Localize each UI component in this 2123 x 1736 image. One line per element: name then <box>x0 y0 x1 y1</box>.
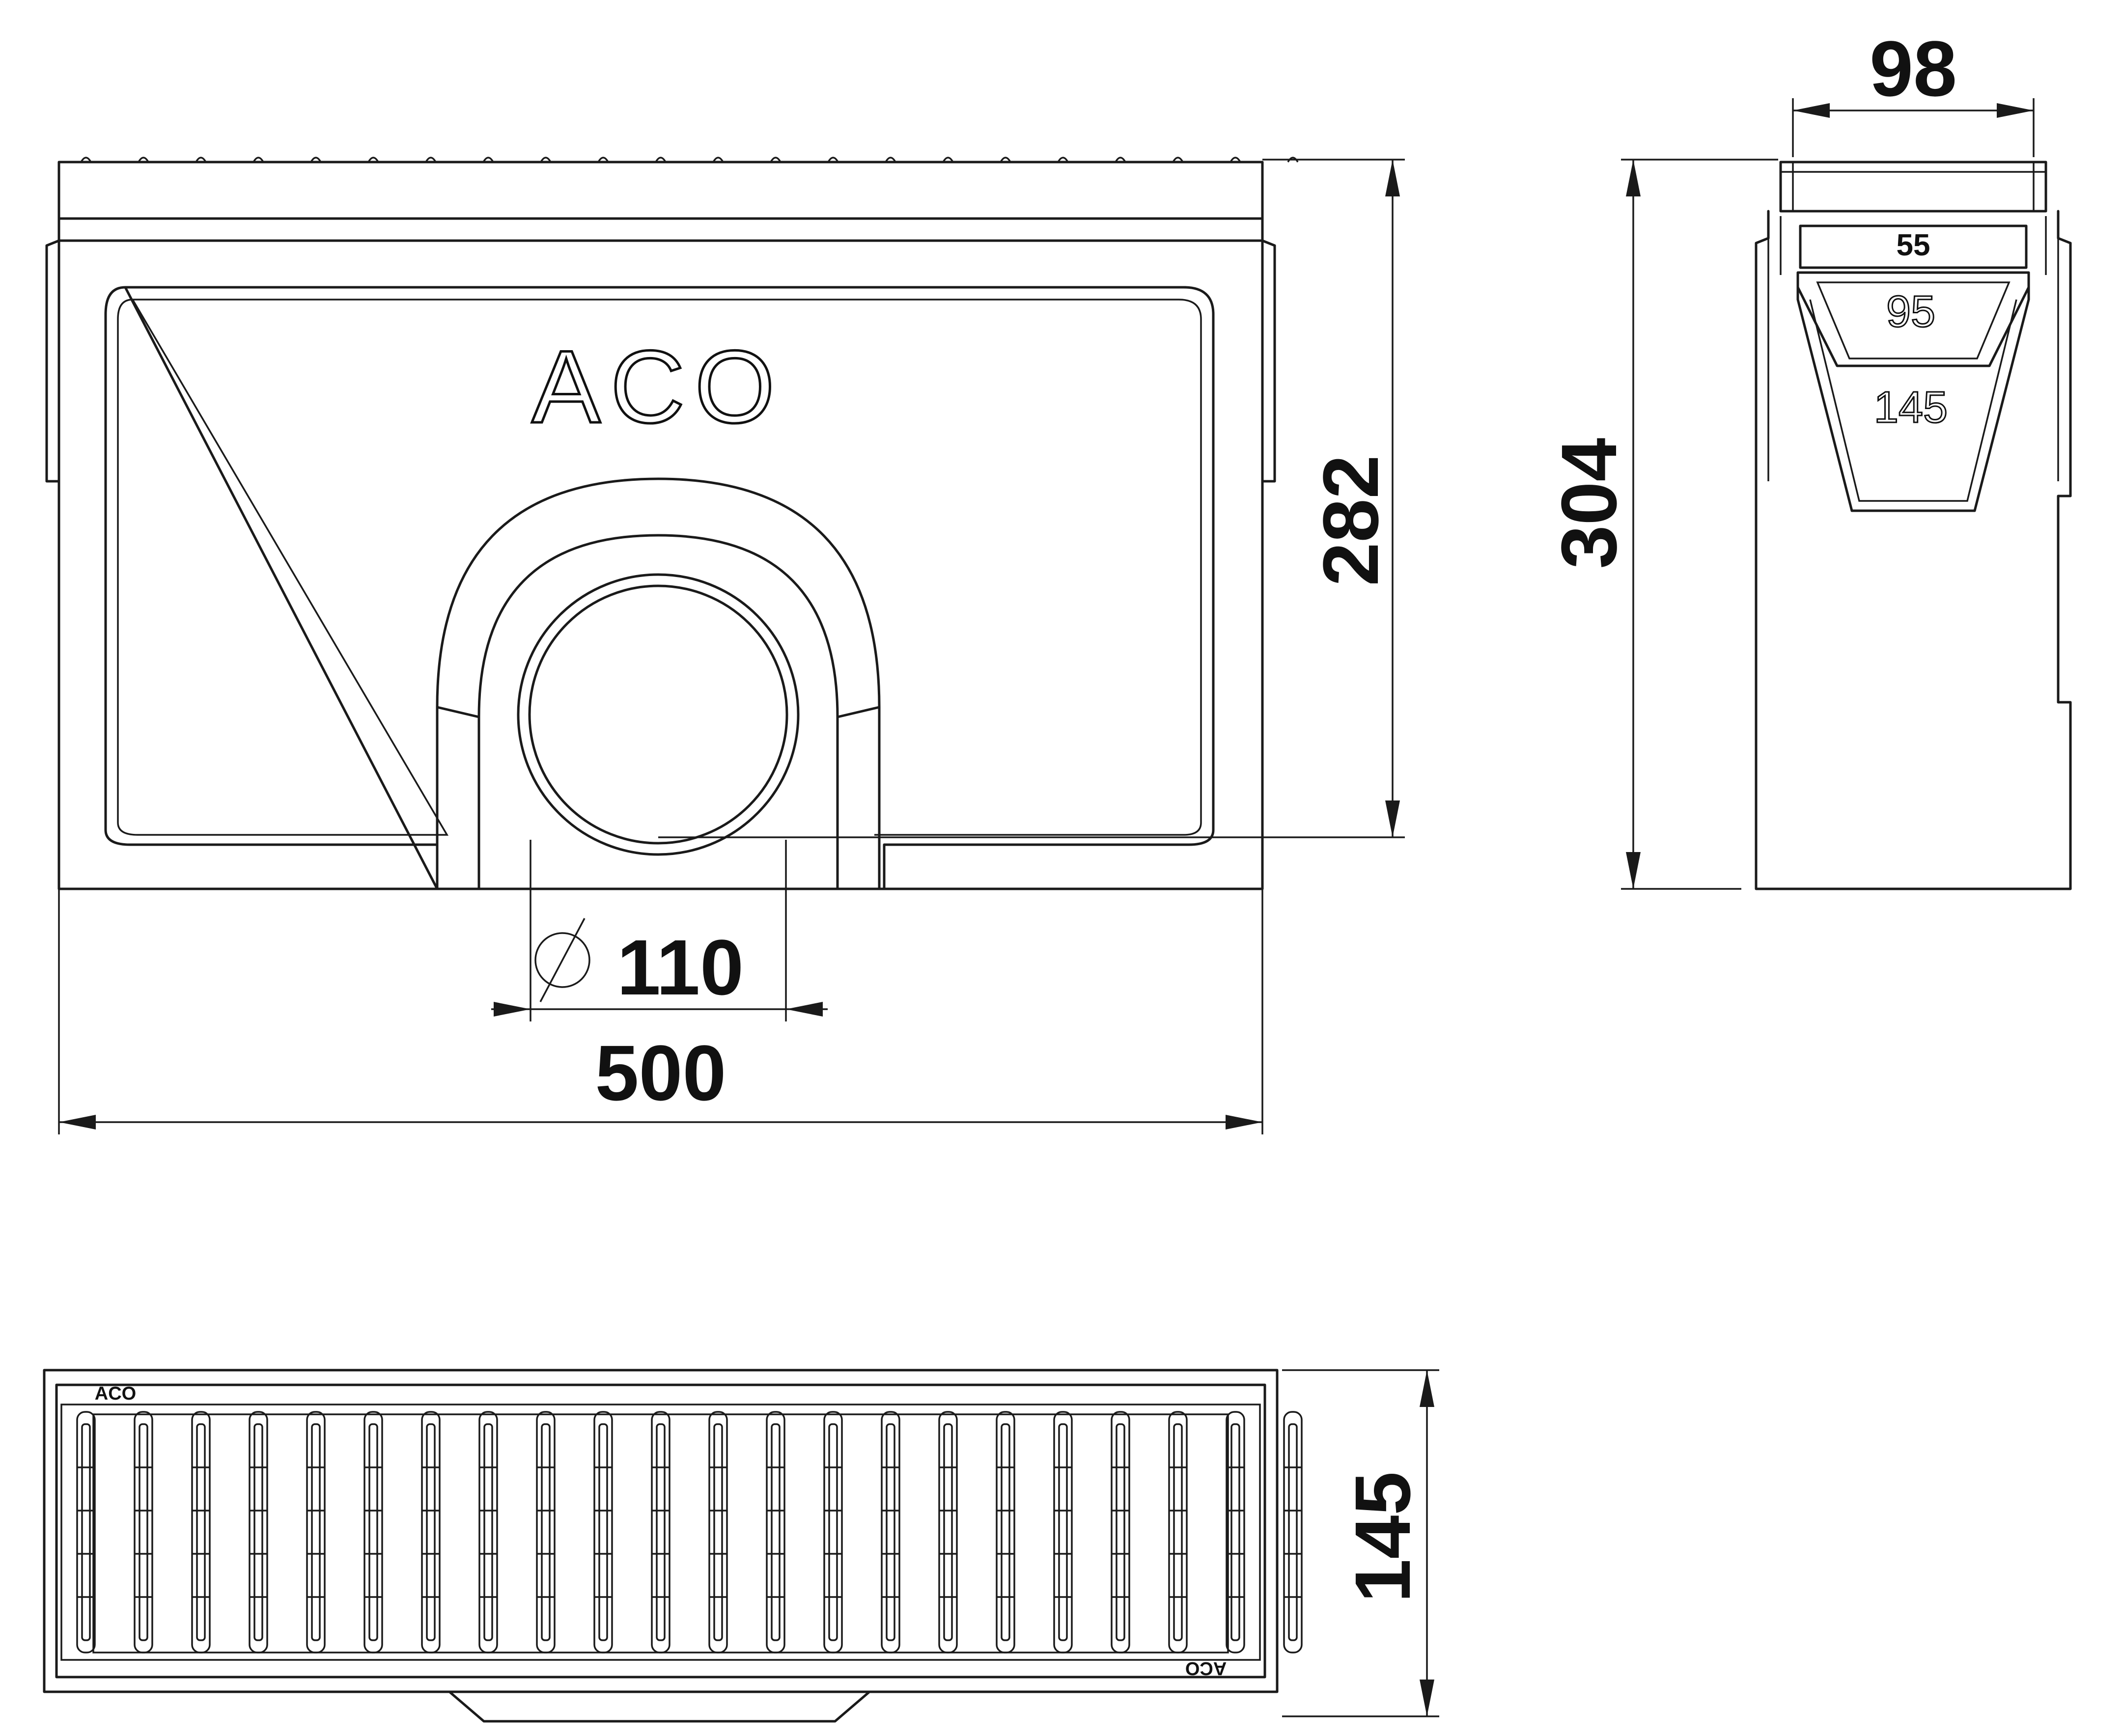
top-frame-inner <box>55 1383 1266 1679</box>
grate-tooth <box>195 157 207 163</box>
side-channel-bottom-inner <box>1809 299 2017 502</box>
side-label-145: 145 <box>1874 383 1948 432</box>
dim-145-label: 145 <box>1339 1472 1426 1603</box>
front-dimension-282: 282 <box>658 159 1405 838</box>
side-view: 55 95 145 <box>1755 161 2072 890</box>
grate-tooth <box>597 157 609 163</box>
grate-tooth <box>1000 157 1011 163</box>
top-view: ACO ACO <box>43 1369 1303 1723</box>
side-channel-top <box>1799 224 2028 269</box>
grate-tooth <box>942 157 954 163</box>
grate-tooth <box>712 157 724 163</box>
side-channel-mid-inner <box>1816 281 2011 359</box>
grate-slot <box>134 1411 153 1653</box>
grate-tooth <box>1229 157 1241 163</box>
side-label-55: 55 <box>1897 228 1930 262</box>
grate-slot <box>1111 1411 1130 1653</box>
dim-98-label: 98 <box>1870 25 1957 112</box>
dim-110-label: 110 <box>617 923 744 1011</box>
top-grate-slots <box>76 1411 1303 1653</box>
grate-slot <box>823 1411 843 1653</box>
grate-slot <box>76 1411 96 1653</box>
grate-tooth <box>1057 157 1069 163</box>
grate-slot <box>1053 1411 1073 1653</box>
grate-slot <box>1168 1411 1188 1653</box>
diameter-symbol-circle <box>534 932 590 988</box>
grate-tooth <box>367 157 379 163</box>
arch-step-right <box>836 706 881 718</box>
front-dimension-500: 500 <box>58 889 1263 1134</box>
front-left-tab <box>45 239 60 483</box>
grate-tooth <box>1287 157 1299 163</box>
grate-slot <box>593 1411 613 1653</box>
grate-slot <box>651 1411 670 1653</box>
front-dimension-110: 110 <box>491 840 828 1021</box>
grate-slot <box>536 1411 556 1653</box>
grate-tooth <box>885 157 896 163</box>
front-right-tab <box>1261 239 1276 483</box>
outlet-pipe-outer <box>517 573 800 856</box>
grate-slot <box>996 1411 1015 1653</box>
grate-slot <box>708 1411 728 1653</box>
dim-304-label: 304 <box>1545 438 1633 569</box>
grate-slot <box>938 1411 958 1653</box>
front-inner-panel <box>104 286 1215 890</box>
side-dimension-98: 98 <box>1792 25 2035 157</box>
top-grate-area <box>60 1404 1261 1661</box>
top-grate-border-inner <box>92 1413 1229 1653</box>
grate-slot <box>249 1411 268 1653</box>
front-grate-teeth <box>80 157 1299 163</box>
side-channel-bottom <box>1796 286 2030 512</box>
top-aco-logo-left: ACO <box>95 1383 136 1404</box>
front-aco-logo: ACO <box>531 329 784 444</box>
grate-tooth <box>1115 157 1126 163</box>
front-body-outline <box>57 161 1264 890</box>
side-inner-walls <box>1767 216 2059 481</box>
top-outlet-spigot <box>448 1690 871 1723</box>
arch-step-left <box>436 706 480 718</box>
grate-tooth <box>770 157 782 163</box>
grate-slot <box>191 1411 211 1653</box>
side-grate <box>1779 161 2047 213</box>
grate-tooth <box>540 157 552 163</box>
grate-tooth <box>482 157 494 163</box>
grate-slot <box>1283 1411 1303 1653</box>
diameter-symbol-slash <box>539 918 586 1002</box>
grate-slot <box>881 1411 900 1653</box>
dim-500-label: 500 <box>595 1029 726 1117</box>
grate-tooth <box>138 157 149 163</box>
front-inner-panel-edge <box>117 299 1202 836</box>
grate-tooth <box>310 157 322 163</box>
grate-slot <box>421 1411 441 1653</box>
side-label-95: 95 <box>1886 287 1935 336</box>
top-aco-logo-right: ACO <box>1185 1658 1227 1679</box>
grate-tooth <box>252 157 264 163</box>
grate-slot <box>478 1411 498 1653</box>
grate-slot <box>1226 1411 1245 1653</box>
grate-slot <box>766 1411 785 1653</box>
side-grate-lugs <box>1781 162 2046 211</box>
dim-282-label: 282 <box>1307 455 1395 586</box>
front-view: ACO <box>45 157 1299 890</box>
top-dimension-145: 145 <box>1282 1369 1439 1717</box>
grate-slot <box>363 1411 383 1653</box>
top-frame-outer <box>43 1369 1279 1693</box>
grate-tooth <box>425 157 437 163</box>
outlet-arch-inner <box>477 534 839 890</box>
grate-slot <box>306 1411 326 1653</box>
side-dimension-304: 304 <box>1545 159 1778 890</box>
outlet-arch-outer <box>436 477 881 890</box>
outlet-pipe-inner <box>528 584 788 845</box>
grate-tooth <box>655 157 667 163</box>
grate-tooth <box>827 157 839 163</box>
grate-tooth <box>1172 157 1184 163</box>
grate-tooth <box>80 157 92 163</box>
